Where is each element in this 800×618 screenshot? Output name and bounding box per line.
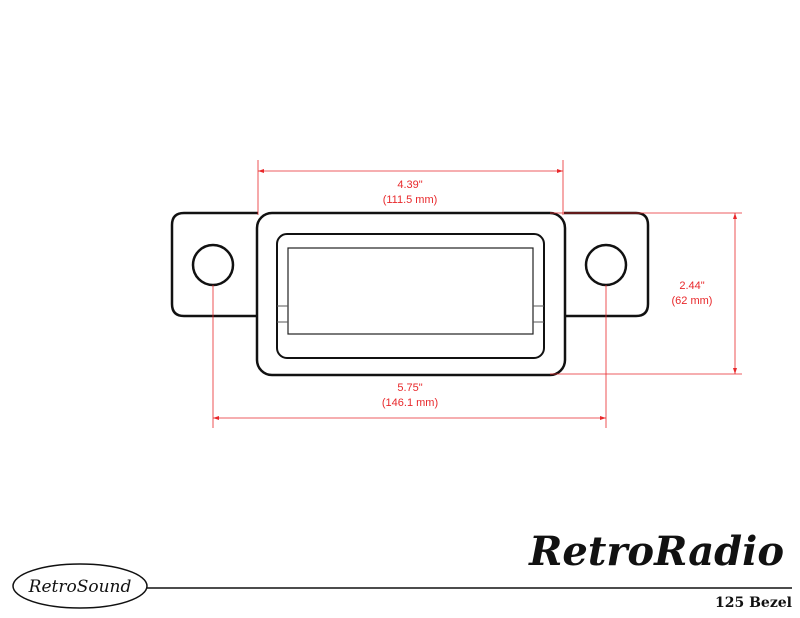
- retrosound-logo: RetroSound: [12, 563, 148, 609]
- width-mm-label: (111.5 mm): [383, 194, 438, 206]
- height-mm-label: (62 mm): [672, 295, 713, 307]
- part-title: 125 Bezel: [715, 595, 792, 611]
- spacing-inches-label: 5.75": [397, 382, 422, 394]
- left-mount-hole: [191, 243, 235, 287]
- bezel-inner: [276, 233, 545, 359]
- height-inches-label: 2.44": [679, 280, 704, 292]
- svg-text:RetroSound: RetroSound: [28, 577, 132, 597]
- right-mount-hole: [584, 243, 628, 287]
- width-inches-label: 4.39": [397, 179, 422, 191]
- retroradio-logo: RetroRadio: [528, 528, 784, 575]
- spacing-mm-label: (146.1 mm): [382, 397, 438, 409]
- display-window: [287, 247, 534, 335]
